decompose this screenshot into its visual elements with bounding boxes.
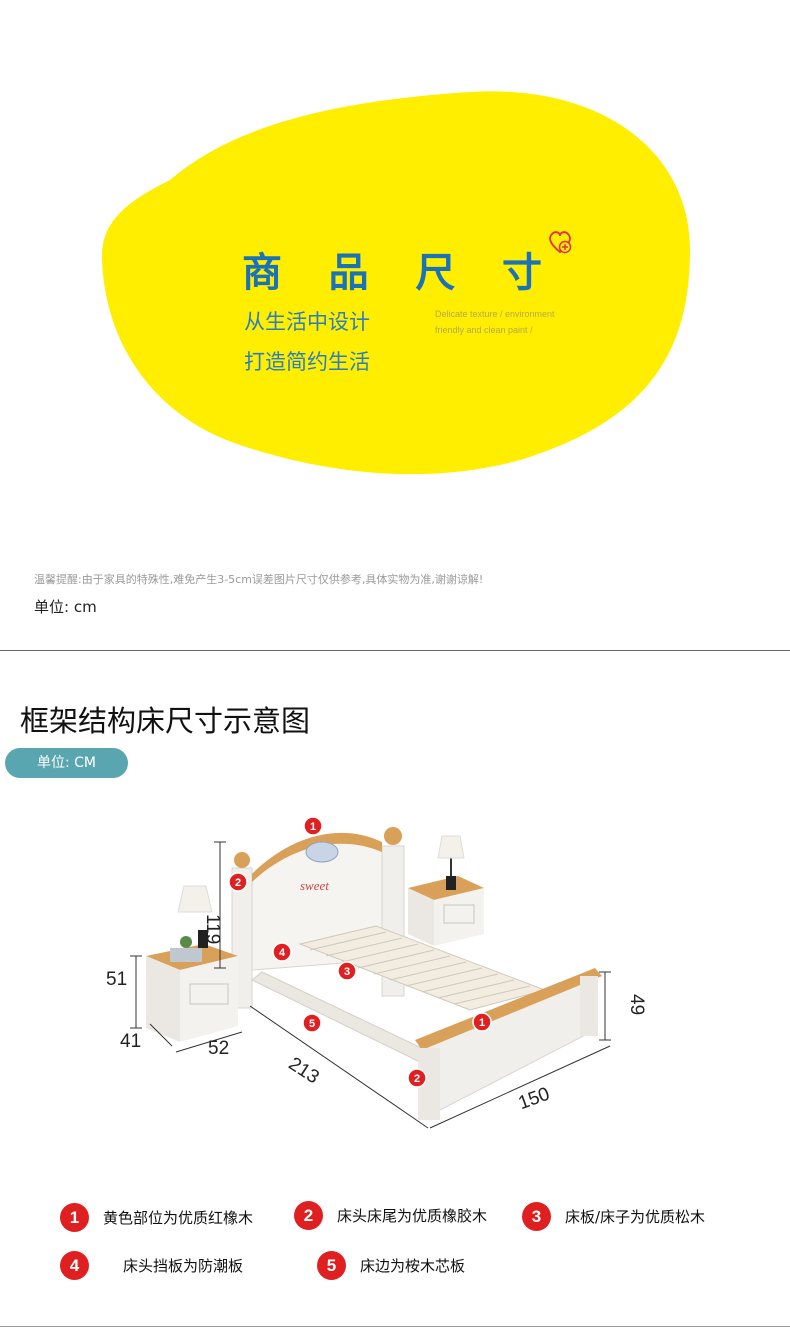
unit-pill: 单位: CM — [5, 748, 128, 778]
right-nightstand — [408, 835, 484, 946]
dim-footboard-height: 49 — [626, 994, 647, 1015]
dim-nightstand-depth: 41 — [120, 1031, 141, 1052]
heart-plus-icon — [549, 231, 572, 254]
dim-bed-width: 150 — [516, 1084, 553, 1115]
marker-5-rail: 5 — [302, 1013, 322, 1033]
legend-text: 床板/床子为优质松木 — [565, 1208, 706, 1226]
hero-english-1: Delicate texture / environment — [435, 309, 555, 319]
hero-title-char: 商 — [242, 250, 282, 296]
hero-title-char: 品 — [328, 250, 369, 296]
legend-item-1: 1 黄色部位为优质红橡木 — [60, 1203, 253, 1232]
hero-english-2: friendly and clean paint / — [435, 325, 533, 335]
legend-text: 床头挡板为防潮板 — [123, 1257, 244, 1275]
legend-badge: 1 — [60, 1203, 89, 1232]
legend-text: 床头床尾为优质橡胶木 — [337, 1207, 488, 1225]
marker-1-footboard: 1 — [472, 1012, 492, 1032]
notice-text: 温馨提醒:由于家具的特殊性,难免产生3-5cm误差图片尺寸仅供参考,具体实物为准… — [34, 573, 484, 586]
hero-blob — [101, 91, 690, 475]
marker-1-headboard: 1 — [303, 816, 323, 836]
hero-subtitle-1: 从生活中设计 — [244, 310, 370, 334]
unit-label: 单位: cm — [34, 598, 97, 616]
dim-nightstand-width: 52 — [208, 1038, 229, 1059]
marker-2-headboard: 2 — [228, 872, 248, 892]
legend-item-4: 4 床头挡板为防潮板 — [60, 1251, 243, 1280]
svg-text:2: 2 — [414, 1073, 420, 1085]
legend-badge: 4 — [60, 1251, 89, 1280]
marker-4-panel: 4 — [272, 942, 292, 962]
dim-bed-length: 213 — [285, 1053, 323, 1088]
dimension-lines — [130, 841, 611, 1129]
legend-badge: 3 — [522, 1202, 551, 1231]
legend-badge: 2 — [294, 1201, 323, 1230]
svg-text:1: 1 — [310, 821, 316, 833]
footboard — [415, 968, 602, 1120]
dim-nightstand-height: 51 — [106, 969, 127, 990]
legend-text: 黄色部位为优质红橡木 — [103, 1209, 254, 1227]
bed-illustration: sweet — [146, 827, 602, 1120]
bottom-divider — [0, 1326, 790, 1327]
legend-item-5: 5 床边为桉木芯板 — [317, 1251, 465, 1280]
legend-item-3: 3 床板/床子为优质松木 — [522, 1202, 705, 1231]
svg-text:1: 1 — [479, 1017, 485, 1029]
svg-text:4: 4 — [279, 947, 286, 959]
marker-3-slats: 3 — [337, 961, 357, 981]
svg-text:2: 2 — [235, 877, 241, 889]
hero-title-char: 寸 — [501, 250, 542, 296]
svg-text:sweet: sweet — [300, 878, 329, 893]
svg-text:5: 5 — [309, 1018, 315, 1030]
bed-dimension-diagram: sweet — [106, 816, 647, 1129]
marker-2-footboard: 2 — [407, 1068, 427, 1088]
legend-badge: 5 — [317, 1251, 346, 1280]
divider — [0, 650, 790, 651]
hero-title-char: 尺 — [415, 250, 456, 296]
svg-text:3: 3 — [344, 966, 350, 978]
hero-title: 商 品 尺 寸 — [242, 240, 542, 298]
hero-subtitle-2: 打造简约生活 — [244, 350, 370, 374]
legend-text: 床边为桉木芯板 — [360, 1257, 466, 1275]
legend-item-2: 2 床头床尾为优质橡胶木 — [294, 1201, 487, 1230]
section-title: 框架结构床尺寸示意图 — [20, 704, 311, 738]
left-nightstand — [146, 885, 238, 1042]
dim-headboard-height: 119 — [202, 914, 223, 944]
